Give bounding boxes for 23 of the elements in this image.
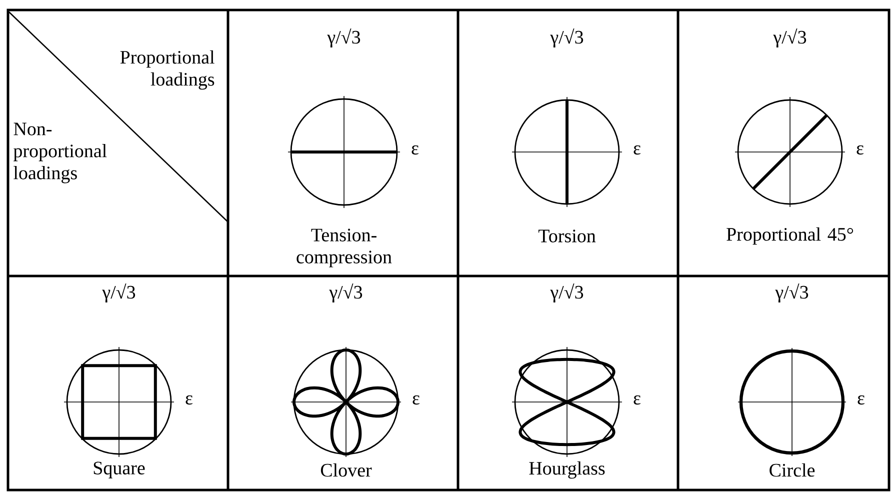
axis-label: γ/√3 bbox=[327, 28, 360, 48]
loading-path-label: Clover bbox=[320, 463, 372, 477]
axis-label: γ/√3 bbox=[329, 283, 362, 303]
loading-path-label: Square bbox=[94, 462, 145, 478]
loading-path-label: Circle bbox=[770, 463, 815, 477]
axis-label: γ/√3 bbox=[550, 28, 584, 48]
axis-label: ε bbox=[412, 145, 418, 155]
axis-label: γ/√3 bbox=[550, 283, 584, 303]
loading-path-label: Tension-compression bbox=[296, 228, 392, 268]
axis-label: γ/√3 bbox=[773, 28, 806, 48]
axis-label: ε bbox=[186, 395, 192, 405]
axis-label: ε bbox=[856, 145, 864, 155]
header-label: Non-proportional loadings bbox=[14, 122, 107, 184]
axis-label: γ/√3 bbox=[775, 283, 808, 303]
axis-label: ε bbox=[412, 395, 420, 405]
axis-label: ε bbox=[634, 145, 640, 155]
header-label: Proportional loadings bbox=[120, 50, 214, 90]
loading-path-label: Hourglass bbox=[529, 461, 605, 479]
axis-label: γ/√3 bbox=[102, 283, 136, 303]
loading-path-label: Torsion bbox=[538, 230, 596, 242]
axis-label: ε bbox=[634, 395, 640, 405]
loading-path-label: Proportional 45° bbox=[726, 227, 854, 245]
axis-label: ε bbox=[858, 395, 864, 405]
